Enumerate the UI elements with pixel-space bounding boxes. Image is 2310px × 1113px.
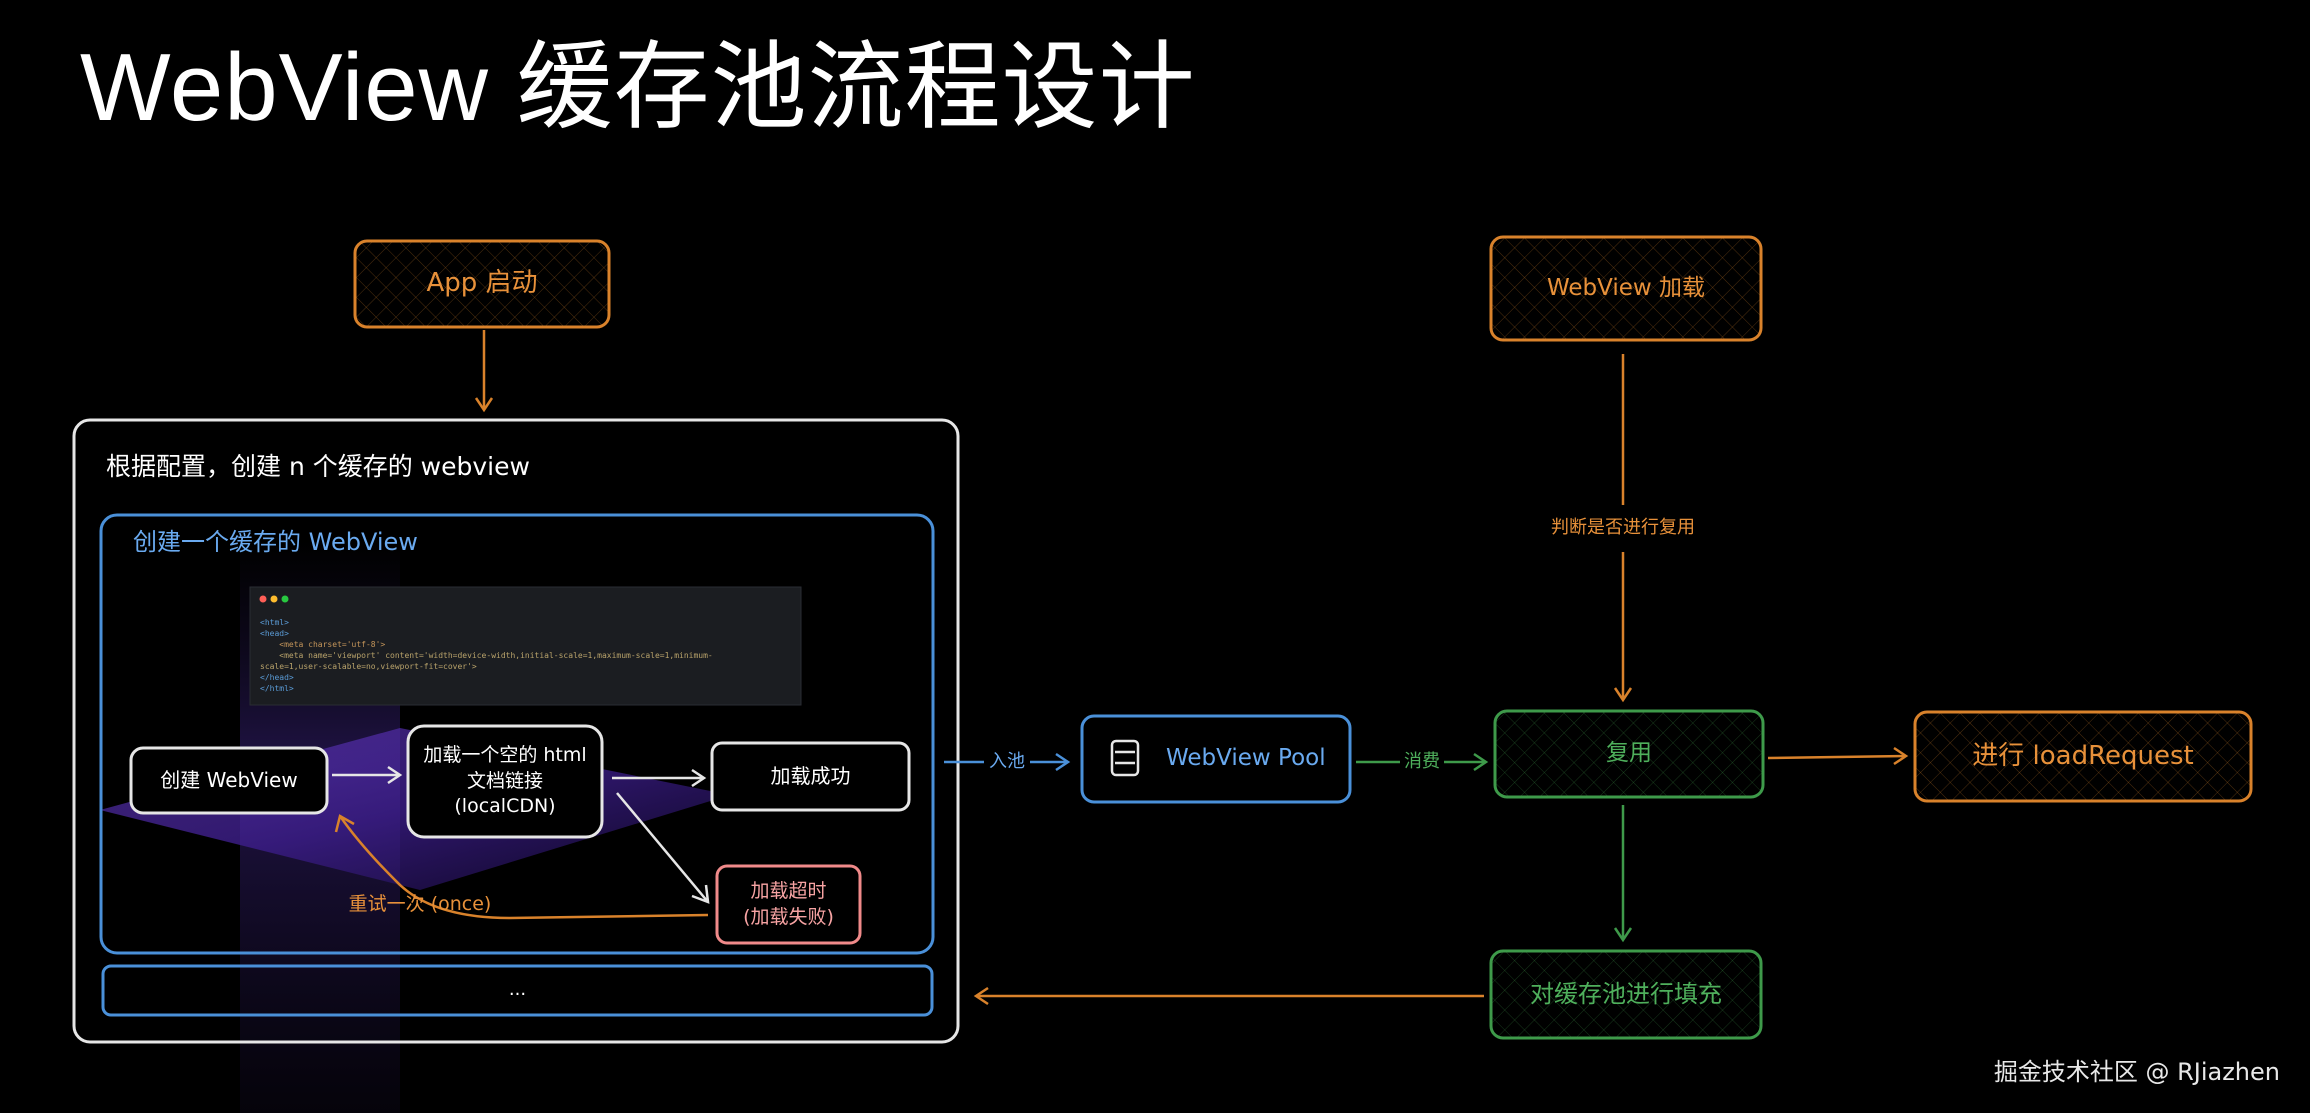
load-request-box xyxy=(1913,710,2253,803)
webview-load-box xyxy=(1489,235,1763,342)
arrow-load-to-reuse xyxy=(1613,354,1633,703)
code-line: <meta name='viewport' content='width=dev… xyxy=(260,651,713,660)
into-pool-label: 入池 xyxy=(989,750,1025,772)
outer-container-label: 根据配置，创建 n 个缓存的 webview xyxy=(106,452,530,482)
arrow-create-to-load xyxy=(332,765,403,785)
create-webview-label: 创建 WebView xyxy=(160,768,298,792)
inner-container-label: 创建一个缓存的 WebView xyxy=(133,527,418,556)
app-start-label: App 启动 xyxy=(426,268,538,299)
retry-once-label: 重试一次 (once) xyxy=(348,893,492,916)
ellipsis-label: ... xyxy=(508,979,527,1001)
consume-label: 消费 xyxy=(1404,750,1440,772)
load-request-label: 进行 loadRequest xyxy=(1972,740,2194,771)
code-line: </html> xyxy=(260,684,294,693)
database-icon xyxy=(1110,739,1140,777)
arrow-refill-to-container xyxy=(973,986,1484,1006)
webview-pool-label: WebView Pool xyxy=(1166,745,1326,772)
code-window xyxy=(249,586,802,706)
code-line: </head> xyxy=(260,673,294,682)
load-empty-html-line-3: (localCDN) xyxy=(454,795,556,818)
arrow-retry-once xyxy=(334,814,709,920)
code-line: scale=1,user-scalable=no,viewport-fit=co… xyxy=(260,662,477,671)
arrow-app-to-container xyxy=(474,330,494,413)
page-title: WebView 缓存池流程设计 xyxy=(80,34,1196,141)
code-line: <html> xyxy=(260,618,289,627)
check-reuse-label: 判断是否进行复用 xyxy=(1551,516,1695,538)
arrow-consume xyxy=(1356,752,1489,772)
arrow-reuse-to-loadrequest xyxy=(1767,746,1909,766)
webview-load-label: WebView 加载 xyxy=(1546,274,1706,301)
load-empty-html-box xyxy=(406,724,604,839)
webview-pool-box xyxy=(1080,714,1352,804)
create-webview-box xyxy=(129,746,329,815)
load-success-box xyxy=(710,741,911,812)
reuse-label: 复用 xyxy=(1606,740,1652,767)
app-start-box xyxy=(353,239,611,329)
arrow-load-to-success xyxy=(612,768,707,788)
load-empty-html-line-2: 文档链接 xyxy=(466,769,543,792)
load-success-label: 加载成功 xyxy=(770,764,851,788)
ellipsis-box xyxy=(101,964,934,1017)
code-line: <meta charset='utf-8'> xyxy=(260,640,386,649)
code-line: <head> xyxy=(260,629,289,638)
arrow-reuse-to-refill xyxy=(1613,805,1633,943)
minimize-dot-icon xyxy=(270,595,278,603)
refill-pool-label: 对缓存池进行填充 xyxy=(1530,980,1722,1009)
refill-pool-box xyxy=(1489,949,1763,1040)
load-timeout-box xyxy=(715,864,862,945)
arrow-into-pool xyxy=(944,752,1071,772)
inner-container xyxy=(99,513,935,955)
outer-container xyxy=(72,418,960,1044)
load-timeout-line-2: (加载失败) xyxy=(743,905,834,928)
load-timeout-label: 加载超时 (加载失败) xyxy=(717,866,860,943)
reuse-box xyxy=(1493,709,1765,799)
arrow-load-to-timeout xyxy=(616,792,710,904)
watermark: 掘金技术社区 @ RJiazhen xyxy=(1993,1058,2280,1086)
close-dot-icon xyxy=(259,595,267,603)
maximize-dot-icon xyxy=(281,595,289,603)
load-empty-html-line-1: 加载一个空的 html xyxy=(423,744,587,767)
load-empty-html-label: 加载一个空的 html 文档链接 (localCDN) xyxy=(408,726,602,837)
load-timeout-line-1: 加载超时 xyxy=(750,879,827,902)
